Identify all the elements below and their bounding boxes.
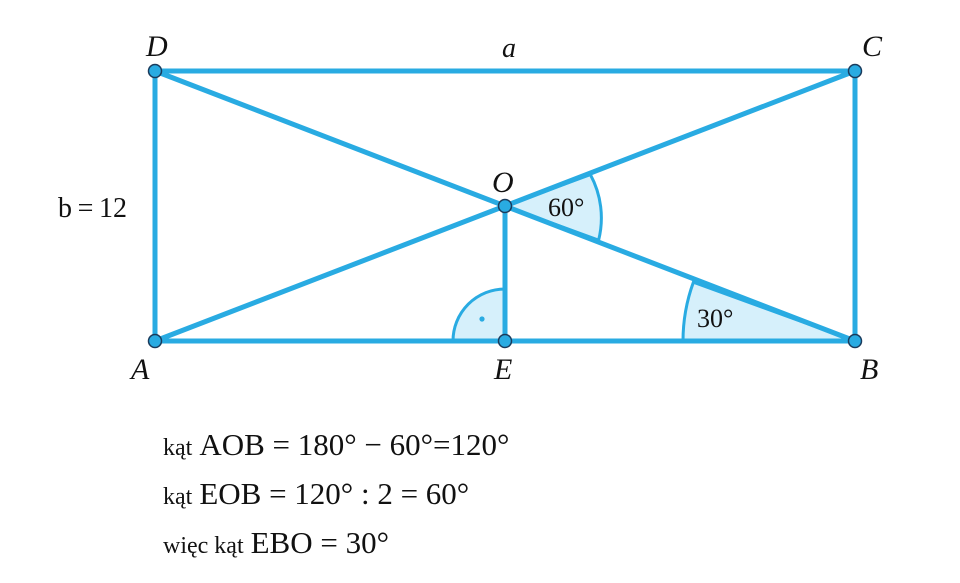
side-label-a: a xyxy=(502,33,516,64)
vertex-D xyxy=(147,63,163,79)
calculation-block: kąt AOB = 180° − 60°=120° kąt EOB = 120°… xyxy=(163,422,509,569)
calc-line-2: kąt EOB = 120° : 2 = 60° xyxy=(163,471,509,520)
label-C: C xyxy=(862,30,883,63)
label-A: A xyxy=(129,353,150,386)
vertex-C xyxy=(847,63,863,79)
vertex-A xyxy=(147,333,163,349)
label-D: D xyxy=(145,30,168,63)
label-O: O xyxy=(492,166,514,199)
calc-word: więc kąt xyxy=(163,533,244,559)
vertex-B xyxy=(847,333,863,349)
right-angle-sector-E xyxy=(451,287,507,343)
side-label-b: b = 12 xyxy=(58,193,127,224)
label-B: B xyxy=(860,353,878,386)
calc-word: kąt xyxy=(163,435,193,461)
angle-sector-O xyxy=(500,172,603,243)
label-E: E xyxy=(493,353,512,386)
calc-expression: EBO = 30° xyxy=(250,525,390,560)
right-angle-dot xyxy=(479,316,485,322)
calc-expression: AOB = 180° − 60°=120° xyxy=(199,427,510,462)
calc-expression: EOB = 120° : 2 = 60° xyxy=(199,476,470,511)
angle-label-B: 30° xyxy=(697,304,733,333)
vertex-O xyxy=(497,198,513,214)
angle-label-O: 60° xyxy=(548,193,584,222)
calc-line-1: kąt AOB = 180° − 60°=120° xyxy=(163,422,509,471)
calc-word: kąt xyxy=(163,484,193,510)
calc-line-3: więc kąt EBO = 30° xyxy=(163,520,509,569)
vertex-E xyxy=(497,333,513,349)
